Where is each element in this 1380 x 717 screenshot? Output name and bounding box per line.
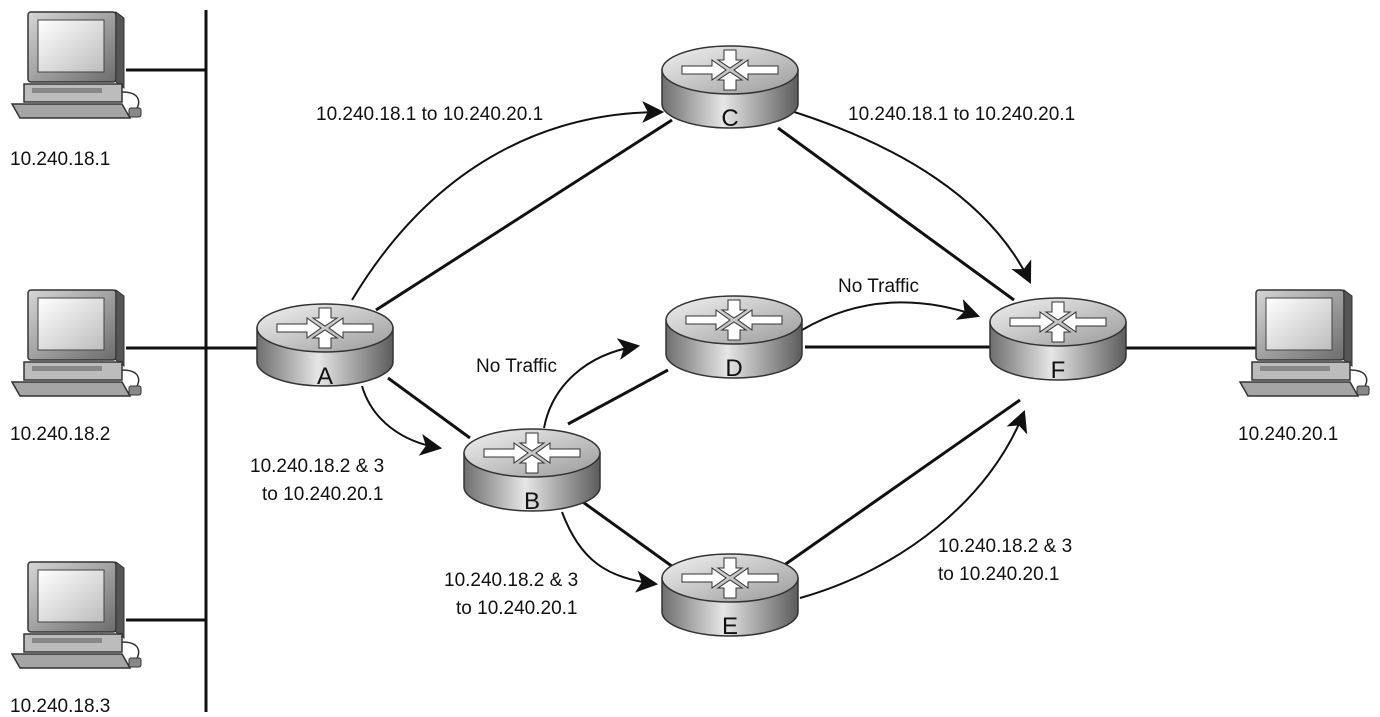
router-f-label: F — [1051, 357, 1066, 384]
link-c-f — [777, 126, 1015, 302]
host-2-ip: 10.240.18.2 — [10, 424, 110, 445]
host-1 — [11, 11, 142, 119]
router-b: B — [463, 428, 601, 515]
host-4 — [1239, 289, 1370, 397]
link-a-c — [375, 118, 673, 312]
router-f: F — [989, 297, 1127, 384]
router-a-label: A — [317, 363, 333, 390]
flow-arrow-b-e — [561, 511, 659, 593]
host-3 — [11, 561, 142, 669]
flow-arrow-d-f — [801, 299, 981, 331]
label-b-to-e-line1: 10.240.18.2 & 3 — [444, 570, 578, 591]
flow-arrow-b-d — [543, 338, 641, 429]
router-d-label: D — [725, 355, 742, 382]
flow-arrow-c-f — [787, 109, 1032, 284]
label-a-to-c: 10.240.18.1 to 10.240.20.1 — [316, 104, 543, 125]
label-b-to-e-line2: to 10.240.20.1 — [456, 598, 578, 619]
router-c-label: C — [721, 105, 738, 132]
host-3-ip: 10.240.18.3 — [10, 696, 110, 717]
link-e-f — [779, 398, 1021, 570]
router-links — [375, 118, 1260, 574]
router-e: E — [661, 553, 799, 640]
label-b-to-d: No Traffic — [476, 356, 557, 377]
label-a-to-b-line2: to 10.240.20.1 — [262, 484, 384, 505]
label-d-to-f: No Traffic — [838, 276, 919, 297]
link-b-d — [567, 368, 669, 426]
router-b-label: B — [524, 488, 540, 515]
traffic-arrows — [351, 101, 1032, 599]
link-b-e — [579, 498, 681, 574]
flow-arrow-e-f — [799, 409, 1028, 599]
router-a: A — [256, 303, 394, 390]
host-4-ip: 10.240.20.1 — [1238, 424, 1338, 445]
host-2 — [11, 289, 142, 397]
label-c-to-f: 10.240.18.1 to 10.240.20.1 — [848, 104, 1075, 125]
router-e-label: E — [722, 613, 738, 640]
link-a-b — [387, 376, 471, 440]
router-d: D — [665, 295, 803, 382]
flow-arrow-a-b — [361, 385, 443, 456]
label-a-to-b-line1: 10.240.18.2 & 3 — [250, 456, 384, 477]
host-1-ip: 10.240.18.1 — [10, 149, 110, 170]
label-e-to-f-line1: 10.240.18.2 & 3 — [938, 536, 1072, 557]
label-e-to-f-line2: to 10.240.20.1 — [938, 564, 1060, 585]
router-c: C — [661, 45, 799, 132]
flow-arrow-a-c — [351, 101, 665, 301]
